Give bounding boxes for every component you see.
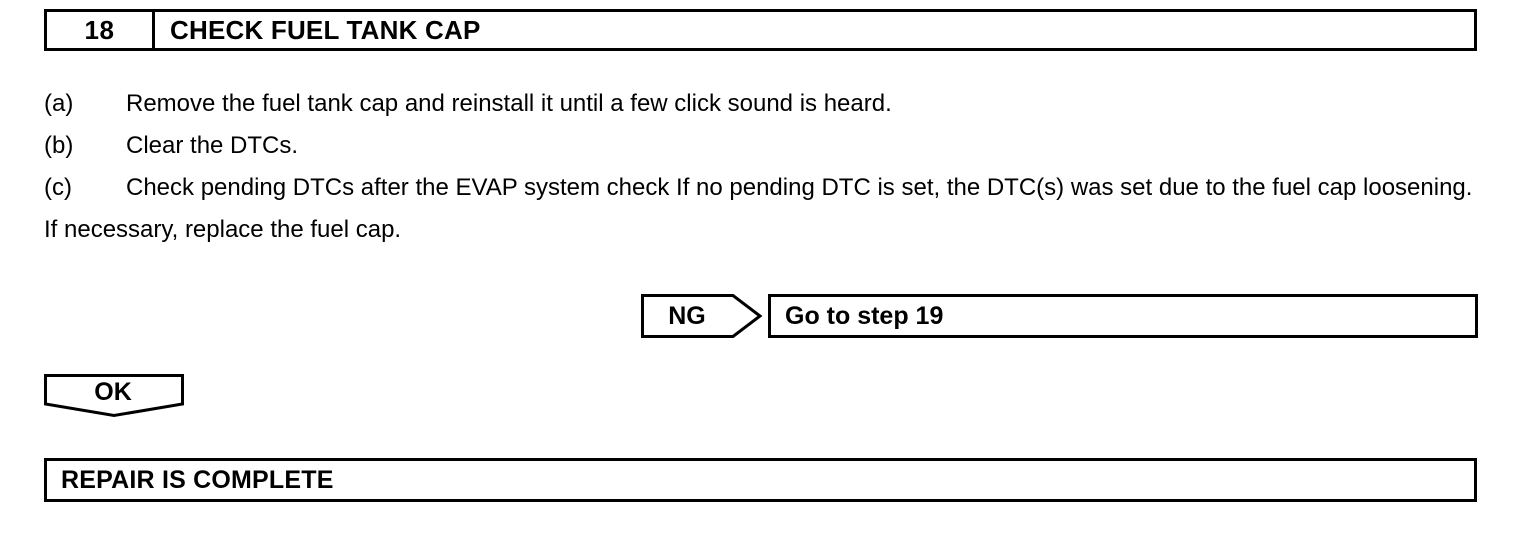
procedure-item-b: (b) Clear the DTCs. xyxy=(44,126,1489,166)
procedure-note: If necessary, replace the fuel cap. xyxy=(44,216,402,243)
procedure-item-text: Clear the DTCs. xyxy=(126,132,299,159)
ng-result-box: Go to step 19 xyxy=(768,294,1478,338)
final-result-label: REPAIR IS COMPLETE xyxy=(61,465,334,494)
procedure-item-a: (a) Remove the fuel tank cap and reinsta… xyxy=(44,84,1489,124)
ng-flag-label: NG xyxy=(668,301,706,330)
ng-result-label: Go to step 19 xyxy=(785,301,944,330)
step-title: CHECK FUEL TANK CAP xyxy=(170,14,481,45)
ok-flag-label: OK xyxy=(94,377,132,406)
pennant-right-icon xyxy=(641,294,763,338)
procedure-item-text: Check pending DTCs after the EVAP system… xyxy=(126,174,1473,201)
ok-flag: OK xyxy=(44,374,186,418)
ng-flag: NG xyxy=(641,294,763,338)
procedure-item-label: (b) xyxy=(44,132,74,159)
step-header-bar: 18 CHECK FUEL TANK CAP xyxy=(44,9,1477,51)
procedure-item-label: (c) xyxy=(44,174,72,201)
procedure-item-label: (a) xyxy=(44,90,74,117)
step-number-cell: 18 xyxy=(47,12,155,48)
final-result-box: REPAIR IS COMPLETE xyxy=(44,458,1477,502)
procedure-item-text: Remove the fuel tank cap and reinstall i… xyxy=(126,90,892,117)
pennant-down-icon xyxy=(44,374,184,418)
step-number: 18 xyxy=(84,14,115,45)
procedure-list: (a) Remove the fuel tank cap and reinsta… xyxy=(44,84,1489,250)
step-title-cell: CHECK FUEL TANK CAP xyxy=(155,12,1474,48)
procedure-item-c: (c) Check pending DTCs after the EVAP sy… xyxy=(44,168,1489,208)
